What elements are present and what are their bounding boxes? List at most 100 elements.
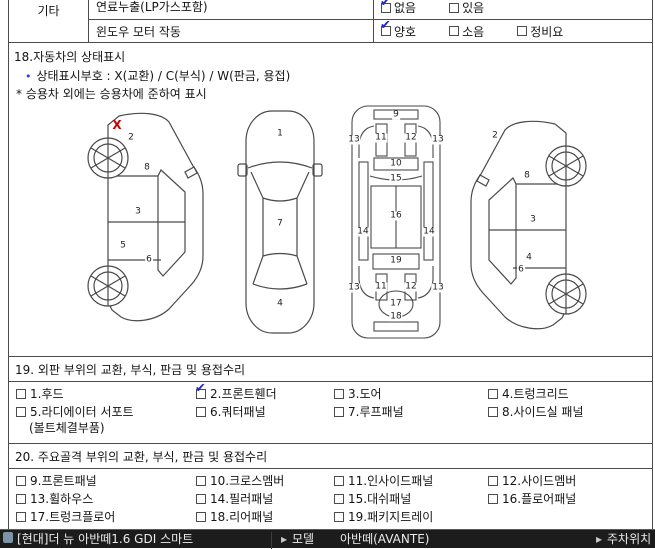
panel-checkbox-item[interactable]: 18.리어패널 [196,510,334,525]
panel-item-label: 15.대쉬패널 [348,492,412,506]
section-18-title: 18.자동차의 상태표시 [14,50,126,64]
section-19-title: 19. 외판 부위의 교환, 부식, 판금 및 용접수리 [9,357,652,382]
bottom-status-bar: [현대]더 뉴 아반떼1.6 GDI 스마트 ▸ 모델 아반떼(AVANTE) … [0,529,655,549]
check-mark-icon: ✔ [195,381,206,396]
checkbox-unchecked[interactable] [334,494,344,504]
car-top-outline [245,110,315,334]
vehicle-title[interactable]: [현대]더 뉴 아반떼1.6 GDI 스마트 [17,532,194,546]
panel-item-sublabel: (볼트체결부품) [29,421,105,435]
panel-checkbox-item[interactable]: 8.사이드실 패널 [488,405,648,420]
diagram-part-number: 2 [127,132,135,143]
checkbox-unchecked[interactable] [334,407,344,417]
panel-checkbox-item[interactable]: 15.대쉬패널 [334,492,488,507]
check-option[interactable]: ✔없음 [380,0,417,16]
checkbox-unchecked[interactable] [449,2,460,13]
underbody-outline [351,105,441,339]
right-mirror [312,163,323,177]
checkbox-unchecked[interactable] [16,407,26,417]
checkbox-unchecked[interactable] [488,494,498,504]
checkbox-unchecked[interactable] [488,389,498,399]
option-label: 없음 [394,1,417,15]
panel-checkbox-item[interactable]: 16.플로어패널 [488,492,648,507]
panel-checkbox-item[interactable]: 11.인사이드패널 [334,474,488,489]
diagram-part-number: 17 [389,298,403,309]
panel-checkbox-item[interactable]: 6.쿼터패널 [196,405,334,420]
check-option[interactable]: 있음 [449,0,484,16]
checkbox-unchecked[interactable] [334,512,344,522]
panel-checkbox-item[interactable]: 9.프론트패널 [16,474,196,489]
diagram-part-number: 2 [491,130,499,141]
condition-code-legend: 상태표시부호 : X(교환) / C(부식) / W(판금, 용접) [36,69,291,83]
panel-checkbox-item[interactable]: 3.도어 [334,387,488,402]
checkbox-unchecked[interactable] [517,26,528,36]
parking-location-label: 주차위치 [607,532,652,546]
checkbox-unchecked[interactable] [196,512,206,522]
car-window [488,177,517,285]
panel-checkbox-item[interactable]: 5.라디에이터 서포트 (볼트체결부품) [16,405,196,436]
checkbox-unchecked[interactable] [196,494,206,504]
panel-checkbox-item[interactable]: 17.트렁크플로어 [16,510,196,525]
checkbox-unchecked[interactable] [196,407,206,417]
car-door-lines [108,175,161,261]
panel-item-label: 4.트렁크리드 [502,387,569,401]
checkbox-unchecked[interactable] [488,407,498,417]
cross-member-shape [373,157,419,171]
panel-item-label: 1.후드 [30,387,64,401]
panel-item-label: 14.필러패널 [210,492,274,506]
rear-wheel [545,273,587,315]
panel-item-label: 5.라디에이터 서포트 [30,405,134,419]
panel-checkbox-item[interactable]: 12.사이드멤버 [488,474,648,489]
diagram-part-number: 13 [431,282,445,293]
checkbox-unchecked[interactable] [16,389,26,399]
checkbox-unchecked[interactable] [16,494,26,504]
panel-checkbox-item[interactable]: 14.필러패널 [196,492,334,507]
checkbox-unchecked[interactable] [488,476,498,486]
panel-checkbox-item[interactable]: 19.패키지트레이 [334,510,488,525]
check-mark-icon: ✔ [380,0,391,10]
panel-checkbox-item[interactable]: 13.휠하우스 [16,492,196,507]
check-option[interactable]: 정비요 [517,23,563,40]
diagram-part-number: 10 [389,158,403,169]
diagram-part-number: 19 [389,255,403,266]
check-option[interactable]: 소음 [449,23,484,40]
diagram-part-number: 18 [389,311,403,322]
checkbox-unchecked[interactable] [334,476,344,486]
checkbox-unchecked[interactable] [16,476,26,486]
checkbox-unchecked[interactable] [449,26,460,36]
check-mark-icon: ✔ [380,20,391,33]
checkbox-checked[interactable]: ✔ [380,0,391,13]
condition-mark-x: X [112,118,122,132]
checkbox-unchecked[interactable] [16,512,26,522]
panel-item-label: 6.쿼터패널 [210,405,266,419]
panel-checkbox-item[interactable]: 4.트렁크리드 [488,387,648,402]
panel-checkbox-item[interactable]: ✔ 2.프론트휀더 [195,382,334,402]
rear-window [252,252,308,290]
arrow-icon: ▸ [596,532,603,546]
panel-item-label: 3.도어 [348,387,382,401]
diagram-part-number: 4 [276,298,284,309]
panel-checkbox-item[interactable]: 7.루프패널 [334,405,488,420]
panel-checkbox-item[interactable]: 1.후드 [16,387,196,402]
option-label: 소음 [462,24,485,39]
checkbox-unchecked[interactable] [334,389,344,399]
hood-line [247,161,313,169]
model-value: 아반떼(AVANTE) [340,532,430,546]
car-mirror [476,174,490,187]
check-option[interactable]: ✔양호 [380,20,416,40]
checkbox-unchecked[interactable] [196,476,206,486]
panel-item-label: 2.프론트휀더 [210,387,277,401]
car-body-outline [470,120,567,330]
panel-checkbox-item[interactable]: 10.크로스멤버 [196,474,334,489]
checkbox-checked[interactable]: ✔ [380,20,391,36]
checkbox-checked[interactable]: ✔ [195,382,206,399]
window-motor-options-cell: ✔양호 소음 정비요 [374,20,652,42]
car-body-outline [107,112,204,322]
diagram-part-number: 4 [525,252,533,263]
car-side-left-svg [87,112,204,322]
front-wheel [545,145,587,187]
panel-item-label: 13.휠하우스 [30,492,94,506]
diagram-part-number: 13 [347,134,361,145]
